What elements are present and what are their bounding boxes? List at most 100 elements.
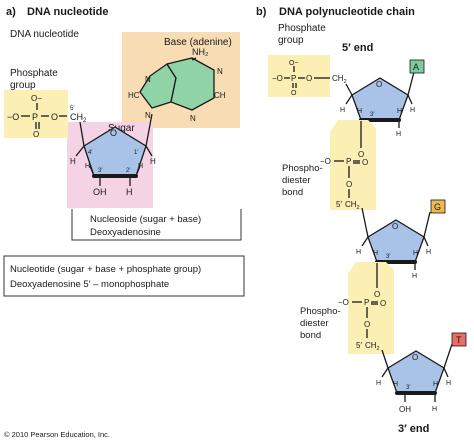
pd2-o-upper: O — [374, 290, 380, 299]
h-c3: H — [85, 163, 90, 170]
base-a-letter: A — [413, 62, 419, 72]
phosphate-group-label-b-line2: group — [278, 35, 304, 46]
base-g-letter: G — [434, 202, 441, 212]
nucleotide-box — [3, 255, 245, 297]
phosphorus: P — [32, 112, 38, 122]
phosphate-label-line1: Phosphate — [10, 68, 58, 79]
pd2-p: P — [364, 298, 369, 307]
c3-2: 3′ — [386, 254, 391, 260]
b-top-o-double: O — [291, 90, 297, 97]
c4-label: 4′ — [88, 150, 93, 156]
nucleotide-1: O 3′ H H H H H A — [340, 59, 425, 138]
pd2-o-double: O — [380, 299, 386, 308]
h-c1: H — [150, 157, 156, 166]
phosphate-ester-o: O — [51, 112, 58, 122]
base-t — [451, 332, 467, 347]
copyright-notice: © 2010 Pearson Education, Inc. — [4, 430, 110, 439]
panel-b: b) DNA polynucleotide chain Phosphate gr… — [256, 6, 467, 435]
b-top-o-minus-left: −O — [272, 74, 283, 83]
c1-label: 1′ — [134, 150, 139, 156]
nucleoside-line1: Nucleoside (sugar + base) — [90, 214, 201, 225]
panel-a-subtitle: DNA nucleotide — [10, 29, 79, 40]
pd2-ch2: 5′CH2 — [356, 341, 380, 352]
h3c: H — [393, 381, 398, 388]
pd1-o-double: O — [362, 158, 368, 167]
three-prime-end: 3′ end — [398, 423, 429, 435]
deoxyribose-sugar: O 4′ 1′ 3′ 2′ H H H H OH H — [70, 126, 156, 197]
base-a — [409, 59, 425, 74]
sugar-ring-2 — [367, 219, 425, 263]
pd1-o-minus: −O — [320, 157, 331, 166]
n1: N — [217, 67, 223, 76]
ring-o-2: O — [392, 222, 398, 231]
oh-3prime: OH — [93, 187, 107, 197]
c2-label: 2′ — [126, 168, 131, 174]
ch2-ring: CH — [214, 91, 226, 100]
h-c4: H — [70, 157, 76, 166]
h-c2-top: H — [138, 163, 143, 170]
b-top-o: O — [306, 74, 312, 83]
n7: N — [145, 75, 151, 84]
ch2-group: CH2 — [70, 112, 87, 124]
h1e: H — [396, 131, 401, 138]
h1b: H — [410, 107, 415, 114]
adenine-base: NH₂ N HC N N CH N — [128, 47, 226, 123]
h3a: H — [376, 380, 381, 387]
pd1-o-upper: O — [358, 150, 364, 159]
phosphodiester-2-line1: Phospho- — [300, 306, 341, 317]
panel-a-title: DNA nucleotide — [27, 6, 109, 18]
pd1-p: P — [346, 157, 351, 166]
h3d: H — [433, 381, 438, 388]
n9: N — [145, 111, 151, 120]
nucleotide-line2: Deoxyadenosine 5′ – monophosphate — [10, 279, 169, 290]
b-top-ch2: CH2 — [332, 74, 347, 85]
pd1-ch2: 5′CH2 — [336, 200, 360, 211]
nucleotide-line1: Nucleotide (sugar + base + phosphate gro… — [10, 264, 201, 275]
c3-3: 3′ — [406, 385, 411, 391]
phosphodiester-1-line1: Phospho- — [282, 163, 323, 174]
h2d: H — [413, 250, 418, 257]
five-prime-end: 5′ end — [342, 42, 373, 54]
n3: N — [190, 114, 196, 123]
c5-label: 5′ — [70, 106, 75, 112]
h2b: H — [426, 249, 431, 256]
pd1-o-lower: O — [346, 180, 352, 189]
oh-3prime-end: OH — [399, 405, 411, 414]
panel-b-letter: b) — [256, 6, 267, 18]
h1c: H — [357, 108, 362, 115]
h-c2: H — [126, 187, 133, 197]
phosphodiester-2-line2: diester — [300, 318, 329, 329]
sugar-label: Sugar — [108, 123, 135, 134]
phosphodiester-1-line2: diester — [282, 175, 311, 186]
nucleoside-bracket — [71, 209, 242, 241]
h2e: H — [412, 273, 417, 280]
hc8: HC — [128, 91, 140, 100]
base-g — [430, 199, 446, 214]
h1a: H — [340, 107, 345, 114]
phosphate-o-minus-left: −O — [7, 112, 19, 122]
h2c: H — [373, 250, 378, 257]
nucleotide-3: O 3′ H H H H OH H T — [376, 332, 467, 414]
panel-b-title: DNA polynucleotide chain — [279, 6, 415, 18]
c3-1: 3′ — [370, 112, 375, 118]
h2a: H — [356, 249, 361, 256]
ring-oxygen: O — [110, 128, 117, 138]
h3b: H — [446, 380, 451, 387]
base-label: Base (adenine) — [164, 37, 232, 48]
sugar-ring-3 — [387, 350, 445, 394]
pd2-o-minus: −O — [338, 298, 349, 307]
panel-a-letter: a) — [6, 6, 16, 18]
panel-a: a) DNA nucleotide DNA nucleotide Base (a… — [3, 6, 245, 297]
base-t-letter: T — [456, 335, 462, 345]
pd2-o-lower: O — [364, 320, 370, 329]
phosphate-region — [4, 90, 68, 138]
amino-group: NH₂ — [192, 47, 209, 57]
sugar-ring-1 — [351, 77, 409, 121]
phosphate-o-double: O — [33, 130, 39, 139]
h1d: H — [397, 108, 402, 115]
phosphodiester-2-line3: bond — [300, 330, 321, 341]
nucleoside-line2: Deoxyadenosine — [90, 227, 161, 238]
phosphodiester-region-1 — [330, 120, 376, 210]
phosphate-group-structure: O− −O P O O — [7, 94, 67, 139]
